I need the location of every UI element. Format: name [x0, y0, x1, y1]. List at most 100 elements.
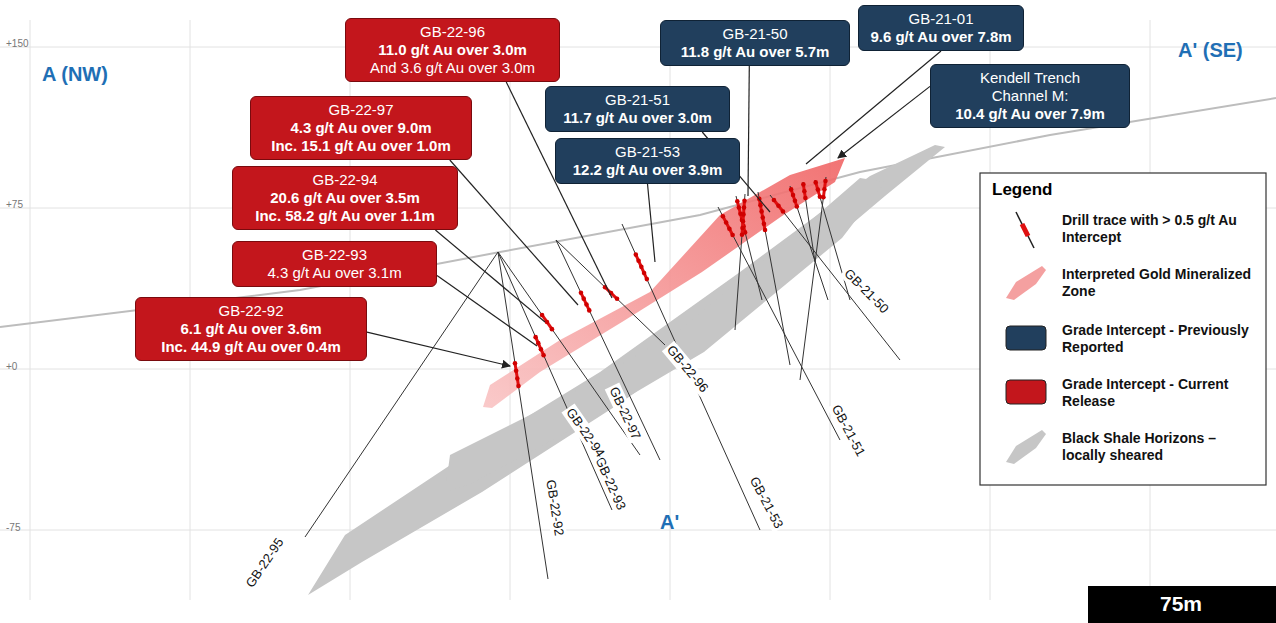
callout-text: 12.2 g/t Au over 3.9m — [566, 161, 729, 179]
leader-line — [367, 332, 510, 366]
drill-trace — [498, 252, 612, 510]
intercept-dot — [822, 187, 827, 192]
grade-callout: GB-21-5312.2 g/t Au over 3.9m — [555, 138, 740, 184]
intercept-dot — [730, 233, 735, 238]
intercept — [791, 189, 797, 206]
intercept-dot — [514, 369, 519, 374]
intercept — [542, 315, 552, 329]
drill-trace — [718, 207, 840, 440]
grade-callout: GB-22-9611.0 g/t Au over 3.0mAnd 3.6 g/t… — [345, 18, 560, 82]
intercept-dot — [724, 220, 729, 225]
callout-text: 11.8 g/t Au over 5.7m — [671, 43, 839, 61]
intercept-dot — [816, 187, 821, 192]
intercept-dot — [513, 361, 518, 366]
intercept-dot — [802, 189, 807, 194]
callout-text: GB-22-92 — [146, 302, 356, 320]
scale-label: 75m — [1160, 591, 1202, 616]
intercept-dot — [735, 199, 740, 204]
drill-hole-label: GB-22-93 — [591, 453, 630, 515]
legend-swatch — [1002, 426, 1050, 466]
intercept-dot — [581, 296, 586, 301]
intercept-dot — [795, 204, 800, 209]
intercept-dot — [721, 214, 726, 219]
mineralized-zone — [483, 158, 845, 408]
section-label: +150 — [6, 38, 29, 50]
callout-text: Inc. 44.9 g/t Au over 0.4m — [146, 338, 356, 356]
section-label: A' (SE) — [1178, 38, 1243, 62]
intercept-dot — [541, 353, 546, 358]
intercept-dot — [737, 205, 742, 210]
grade-callout: GB-22-9420.6 g/t Au over 3.5mInc. 58.2 g… — [232, 166, 458, 230]
intercept-dot — [803, 196, 808, 201]
intercept-dot — [741, 219, 746, 224]
intercept-dot — [516, 384, 521, 389]
intercept-dot — [545, 320, 550, 325]
leader-line — [806, 51, 941, 164]
section-label: -75 — [6, 522, 20, 534]
drill-hole-label: GB-22-94 — [561, 403, 609, 462]
section-label: +0 — [6, 361, 17, 373]
scale-bar — [1088, 586, 1276, 623]
drill-trace — [736, 196, 762, 300]
drill-hole-label: GB-22-95 — [241, 533, 288, 592]
drill-trace — [498, 252, 548, 579]
drill-trace — [770, 195, 900, 360]
section-label: A' — [660, 510, 679, 534]
drill-hole-label: GB-21-50 — [839, 264, 893, 318]
leader-line — [748, 66, 749, 196]
drill-hole-label: GB-22-97 — [605, 383, 645, 444]
legend-text: Grade Intercept - Current Release — [1062, 376, 1252, 410]
callout-text: 11.7 g/t Au over 3.0m — [556, 109, 719, 127]
section-label: A (NW) — [42, 62, 108, 86]
intercept-dot — [579, 291, 584, 296]
intercept-dot — [636, 258, 641, 263]
intercept-dot — [789, 187, 794, 192]
drill-hole-label: GB-21-51 — [827, 400, 869, 461]
drill-trace — [305, 252, 498, 537]
intercept-dot — [760, 215, 765, 220]
intercept-dot — [741, 212, 746, 217]
drill-trace — [800, 177, 826, 380]
section-label: Legend — [992, 180, 1052, 200]
drill-hole-label: GB-21-53 — [745, 472, 787, 533]
legend-text: Drill trace with > 0.5 g/t Au Intercept — [1062, 212, 1252, 246]
swatch-band — [1006, 430, 1046, 464]
callout-text: 4.3 g/t Au over 9.0m — [261, 119, 461, 137]
callout-text: Inc. 58.2 g/t Au over 1.1m — [243, 207, 447, 225]
callout-text: GB-22-97 — [261, 101, 461, 119]
grade-callout: GB-21-019.6 g/t Au over 7.8m — [858, 5, 1024, 51]
grade-callout: GB-22-974.3 g/t Au over 9.0mInc. 15.1 g/… — [250, 96, 472, 160]
intercept-dot — [740, 233, 745, 238]
swatch-box — [1006, 380, 1046, 404]
sample-trace — [1016, 212, 1034, 248]
intercept-dot — [536, 341, 541, 346]
topography — [0, 98, 1276, 327]
callout-text: Inc. 15.1 g/t Au over 1.0m — [261, 137, 461, 155]
intercept-dot — [539, 347, 544, 352]
grade-callout: GB-22-926.1 g/t Au over 3.6mInc. 44.9 g/… — [135, 297, 367, 361]
intercept-dot — [634, 252, 639, 257]
intercept-dot — [759, 209, 764, 214]
swatch-band — [1006, 266, 1046, 300]
legend-text: Grade Intercept - Previously Reported — [1062, 322, 1252, 356]
callout-text: And 3.6 g/t Au over 3.0m — [356, 59, 549, 77]
intercept-dot — [821, 195, 826, 200]
intercept — [581, 293, 589, 311]
sample-intercept — [1022, 224, 1028, 236]
legend-frame — [980, 173, 1266, 485]
intercept-dot — [533, 335, 538, 340]
intercept-dot — [587, 308, 592, 313]
leader-line — [648, 184, 656, 262]
leader-line — [437, 276, 537, 347]
section-label: +75 — [6, 199, 23, 211]
drill-trace — [556, 240, 665, 345]
intercept-dot — [758, 203, 763, 208]
drill-trace — [803, 182, 815, 262]
callout-text: Kendell Trench Channel M: — [970, 69, 1090, 105]
grid — [0, 20, 1276, 600]
intercept-dot — [642, 271, 647, 276]
intercept-dot — [639, 265, 644, 270]
intercept-dot — [781, 209, 786, 214]
callout-text: 6.1 g/t Au over 3.6m — [146, 320, 356, 338]
